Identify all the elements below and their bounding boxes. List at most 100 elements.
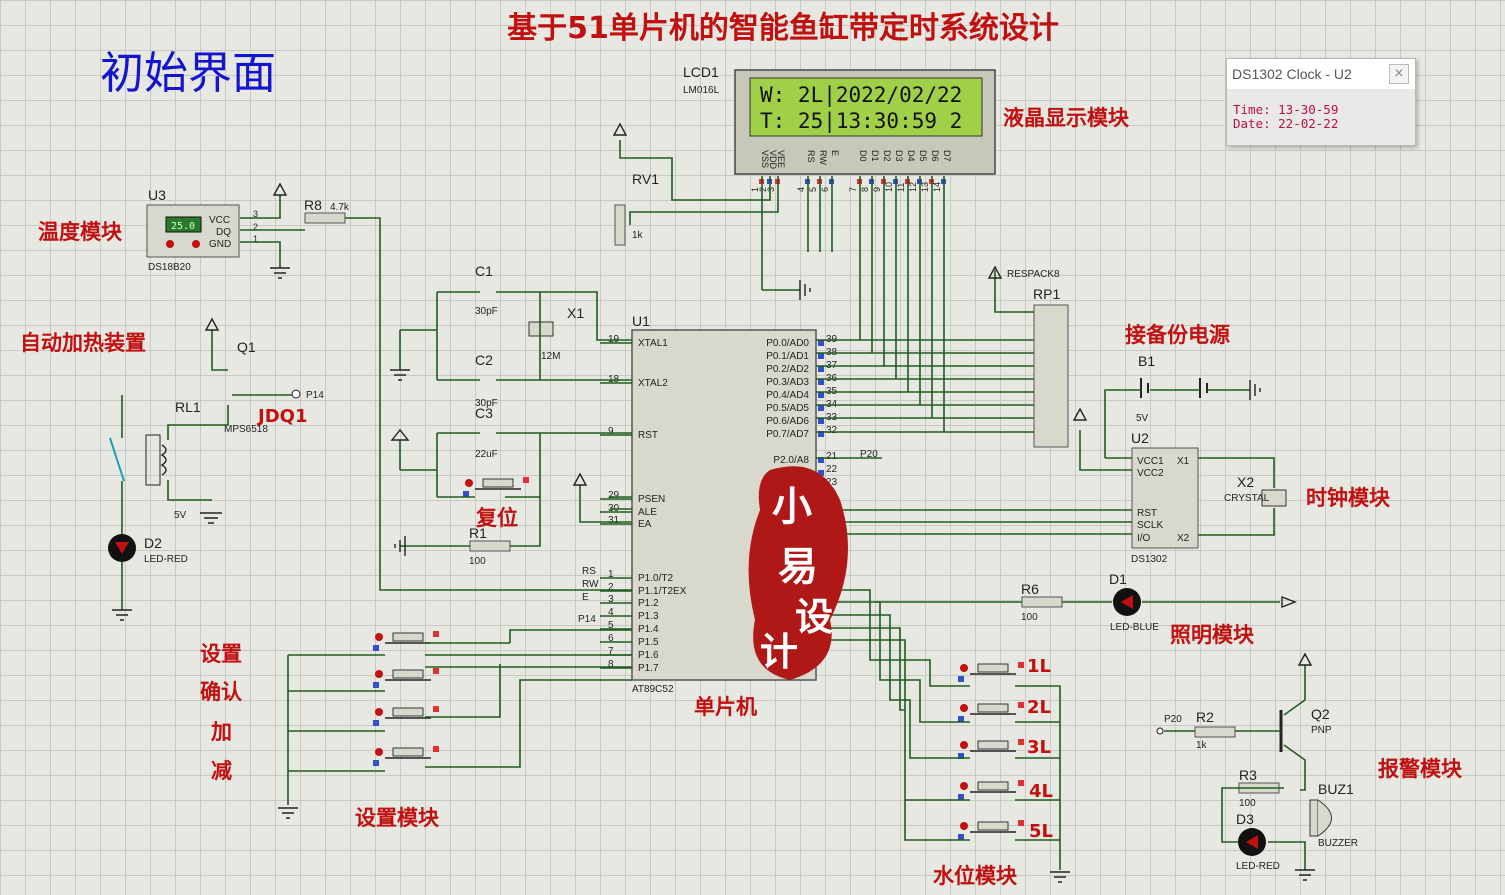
lcd-pin-label: RS <box>806 150 816 163</box>
r2-net: P20 <box>1164 714 1182 725</box>
u1-left-pin-label: P1.7 <box>638 663 659 674</box>
u1-left-pin-number: 31 <box>608 515 620 526</box>
r2-ref: R2 <box>1196 709 1214 725</box>
pin-marker <box>818 405 824 411</box>
p20-terminal[interactable] <box>1156 727 1164 735</box>
lcd-pin-number: 7 <box>848 187 858 192</box>
watermark-char-2: 易 <box>778 543 818 590</box>
r1-resistor[interactable] <box>469 540 511 552</box>
button-label-set: 设置 <box>200 642 242 666</box>
pin-marker <box>818 353 824 359</box>
u3-pin-gnd: GND <box>209 239 231 250</box>
label-backup-power: 接备份电源 <box>1125 323 1230 347</box>
relay-rl1[interactable] <box>109 434 167 486</box>
water-level-button-4[interactable] <box>958 780 1024 800</box>
pin-marker <box>818 379 824 385</box>
r6-value: 100 <box>1021 612 1038 623</box>
confirm-button[interactable] <box>373 668 439 688</box>
u1-right-pin-label: P0.3/AD3 <box>766 377 809 388</box>
water-level-button-3[interactable] <box>958 739 1024 759</box>
battery-b1[interactable] <box>1140 378 1208 398</box>
r2-resistor[interactable] <box>1194 726 1236 738</box>
lcd-pin-label: D5 <box>918 150 928 162</box>
q1-net: P14 <box>306 390 324 401</box>
page-title: 基于51单片机的智能鱼缸带定时系统设计 <box>507 11 1059 46</box>
mcu-u1[interactable]: XTAL119XTAL218RST9PSEN29ALE30EA31P1.0/T2… <box>600 329 838 681</box>
u1-left-pin-number: 7 <box>608 646 614 657</box>
r8-ref: R8 <box>304 197 322 213</box>
led-d3[interactable] <box>1238 828 1266 856</box>
lcd-pin-label: RW <box>818 150 828 165</box>
lcd-pin-label: VSS <box>760 150 770 168</box>
q2-model: PNP <box>1311 725 1332 736</box>
lcd-pin-number: 3 <box>766 187 776 192</box>
u2-pin-sclk: SCLK <box>1137 520 1163 531</box>
page-subtitle: 初始界面 <box>100 48 276 99</box>
lcd-pin-number: 4 <box>796 187 806 192</box>
lcd-pin-label: D3 <box>894 150 904 162</box>
r2-value: 1k <box>1196 740 1208 751</box>
button-label-add: 加 <box>210 720 232 744</box>
c3-value: 22uF <box>475 449 498 460</box>
lcd-pin-number: 11 <box>896 183 906 192</box>
water-level-button-5[interactable] <box>958 820 1024 840</box>
label-water-module: 水位模块 <box>933 864 1018 888</box>
add-button[interactable] <box>373 706 439 726</box>
lcd-pin-number: 9 <box>872 187 882 192</box>
water-level-button-2[interactable] <box>958 702 1024 722</box>
label-mcu: 单片机 <box>694 695 757 719</box>
u2-pin-x2: X2 <box>1177 533 1190 544</box>
clock-window-title[interactable]: DS1302 Clock - U2 <box>1227 59 1415 89</box>
wires <box>121 140 1306 870</box>
water-level-button-1[interactable] <box>958 662 1024 682</box>
q2-ref: Q2 <box>1311 706 1330 722</box>
led-d1[interactable] <box>1113 588 1141 616</box>
set-button[interactable] <box>373 631 439 651</box>
temp-sensor-u3[interactable]: 25.0 VCC DQ GND 3 2 1 <box>146 204 258 258</box>
ds1302-clock-window[interactable]: DS1302 Clock - U2 × Time: 13-30-59 Date:… <box>1226 58 1416 146</box>
lcd-pin-label: E <box>830 150 840 156</box>
reset-button[interactable] <box>463 477 529 497</box>
u3-ref: U3 <box>148 187 166 203</box>
respack-rp1[interactable] <box>1033 304 1069 448</box>
r8-resistor[interactable] <box>304 212 346 224</box>
close-button[interactable]: × <box>1389 64 1409 84</box>
lcd-module[interactable]: W: 2L|2022/02/22 T: 25|13:30:59 2 VSS1VD… <box>734 69 996 192</box>
u1-left-pin-number: 4 <box>608 607 614 618</box>
crystal-x2[interactable] <box>1261 489 1287 507</box>
q1-model: MPS6518 <box>224 424 268 435</box>
buzzer-buz1[interactable] <box>1309 799 1332 837</box>
u1-left-pin-number: 29 <box>608 490 620 501</box>
u2-model: DS1302 <box>1131 554 1168 565</box>
r6-resistor[interactable] <box>1021 596 1063 608</box>
rl1-value: 5V <box>174 510 187 521</box>
x2-ref: X2 <box>1237 474 1254 490</box>
watermark-char-1: 小 <box>772 483 812 530</box>
led-d2[interactable] <box>108 534 136 562</box>
u1-left-pin-label: P1.1/T2EX <box>638 586 687 597</box>
button-label-confirm: 确认 <box>200 680 242 704</box>
label-clock-module: 时钟模块 <box>1306 486 1391 510</box>
net-p20: P20 <box>860 449 878 460</box>
label-alarm-module: 报警模块 <box>1378 757 1463 781</box>
net-e: E <box>582 592 589 603</box>
label-lcd-module: 液晶显示模块 <box>1003 106 1130 130</box>
b1-ref: B1 <box>1138 353 1155 369</box>
rtc-u2[interactable]: VCC1 VCC2 RST SCLK I/O X1 X2 <box>1131 447 1199 549</box>
x2-model: CRYSTAL <box>1224 493 1270 504</box>
label-temp-module: 温度模块 <box>38 220 123 244</box>
u1-left-pin-label: EA <box>638 519 652 530</box>
label-heater-module: 自动加热装置 <box>20 331 146 355</box>
sub-button[interactable] <box>373 746 439 766</box>
lcd-line-2: T: 25|13:30:59 2 <box>760 109 962 134</box>
u1-left-pin-number: 5 <box>608 620 614 631</box>
u2-pin-io: I/O <box>1137 533 1151 544</box>
u1-model: AT89C52 <box>632 684 674 695</box>
crystal-x1[interactable] <box>528 321 554 337</box>
u1-ref: U1 <box>632 313 650 329</box>
rv1-pot[interactable] <box>614 204 626 246</box>
p14-terminal[interactable] <box>291 389 301 399</box>
u1-right-pin-label: P0.5/AD5 <box>766 403 809 414</box>
watermark-seal: 小 易 设 计 <box>748 466 848 680</box>
c2-value: 30pF <box>475 398 498 409</box>
